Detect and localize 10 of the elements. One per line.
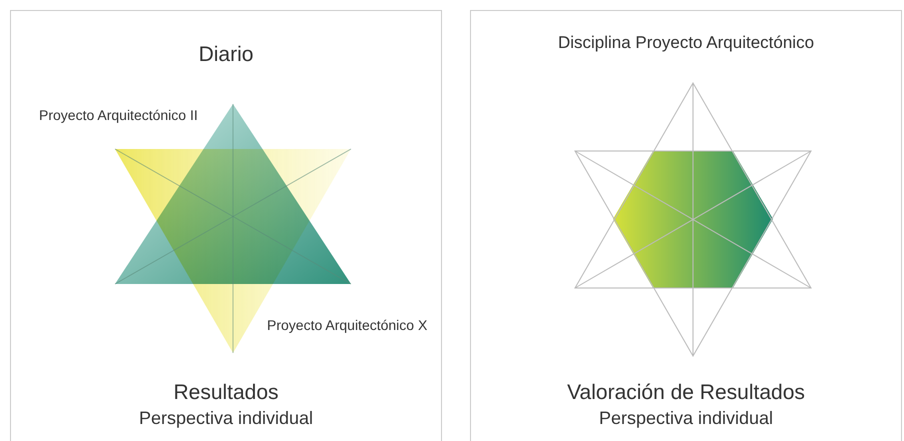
callout-label: Proyecto Arquitectónico X xyxy=(267,317,428,334)
heading: Resultados xyxy=(172,381,280,406)
heading: Diario xyxy=(198,43,254,68)
panel xyxy=(10,10,442,441)
callout-label: Proyecto Arquitectónico II xyxy=(39,107,199,124)
panel xyxy=(470,10,902,441)
heading: Disciplina Proyecto Arquitectónico xyxy=(556,33,816,53)
subheading: Perspectiva individual xyxy=(598,408,774,429)
subheading: Perspectiva individual xyxy=(138,408,314,429)
heading: Valoración de Resultados xyxy=(566,381,806,406)
